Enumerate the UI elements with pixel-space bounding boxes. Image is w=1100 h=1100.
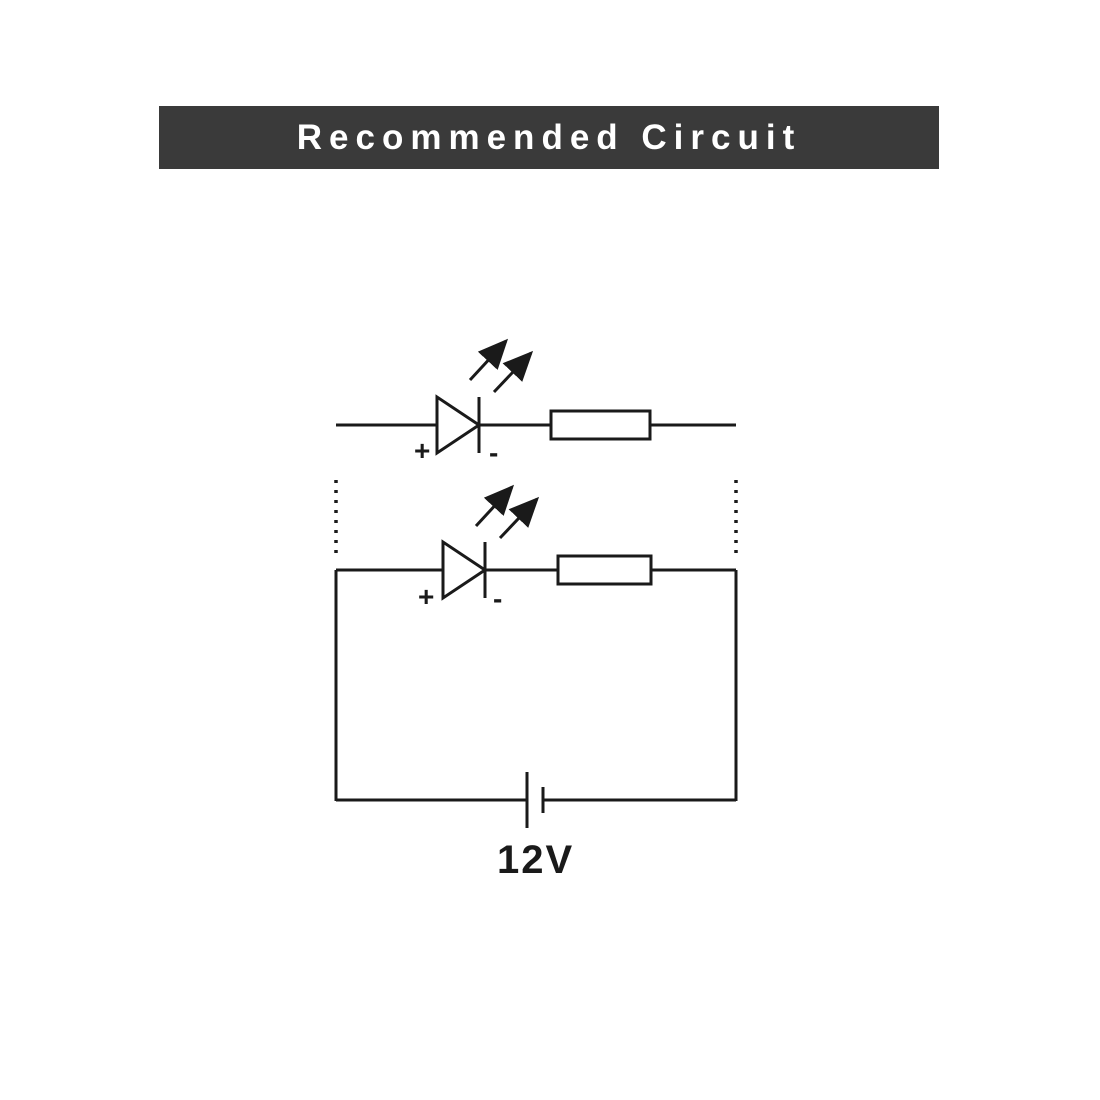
- battery-voltage-label: 12V: [497, 838, 574, 882]
- anode-plus-label: +: [414, 435, 430, 466]
- resistor-icon: [549, 409, 652, 441]
- led-triangle: [441, 539, 488, 601]
- branch-1: + -: [336, 338, 736, 468]
- branch-2: + -: [336, 484, 736, 614]
- led-icon: [441, 484, 540, 601]
- cathode-minus-label: -: [493, 583, 502, 614]
- light-emission-arrows-icon: [474, 484, 540, 540]
- page-title: Recommended Circuit: [296, 117, 802, 157]
- cathode-minus-label: -: [489, 437, 498, 468]
- title-banner: Recommended Circuit: [159, 106, 939, 169]
- anode-plus-label: +: [418, 581, 434, 612]
- led-triangle: [435, 394, 482, 456]
- main-loop: [334, 570, 738, 802]
- resistor-icon: [556, 554, 653, 586]
- battery-icon: [525, 772, 545, 828]
- light-emission-arrows-icon: [468, 338, 534, 394]
- led-icon: [435, 338, 534, 456]
